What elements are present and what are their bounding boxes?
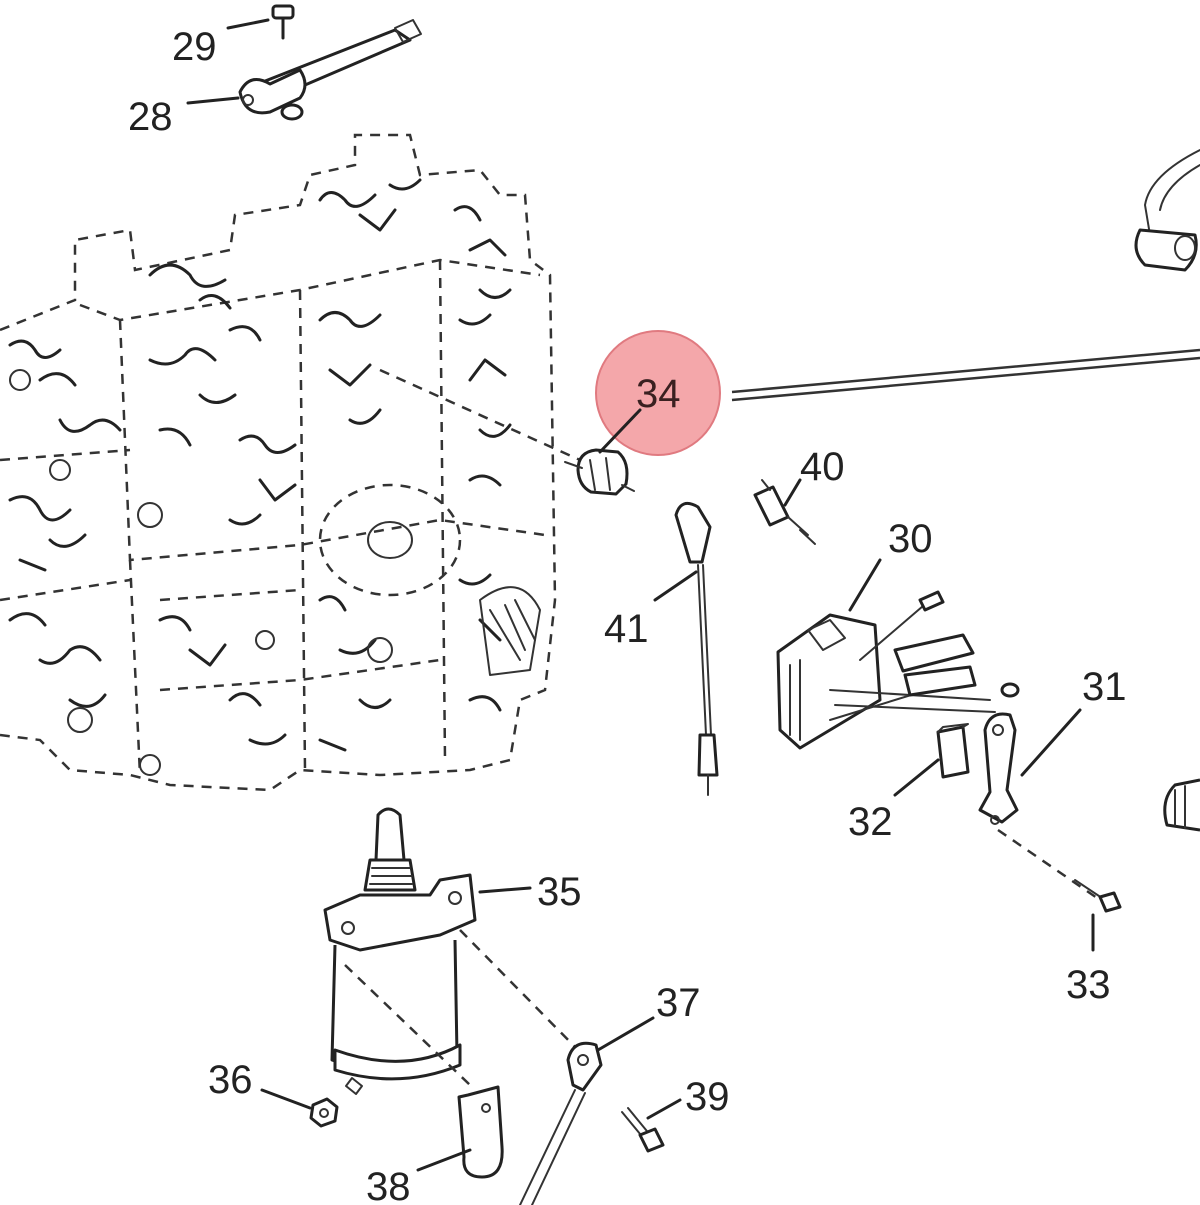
- part-34-sensor: [379, 368, 635, 496]
- part-33-bolt: [1074, 879, 1122, 913]
- leader-35: [478, 886, 532, 894]
- callout-35: 35: [537, 870, 582, 914]
- part-34-rod: [731, 348, 1200, 402]
- leader-34: [598, 408, 642, 454]
- callout-36: 36: [208, 1058, 253, 1102]
- part-33-guide-line: [997, 828, 1101, 902]
- part-36-nut: [309, 1097, 339, 1128]
- callout-40: 40: [800, 445, 845, 489]
- part-top-right-hose: [1134, 149, 1200, 272]
- part-right-edge-fitting: [1163, 778, 1200, 832]
- leader-32: [893, 758, 940, 797]
- leader-37: [596, 1016, 655, 1052]
- part-37-cable: [519, 1041, 603, 1205]
- callout-33: 33: [1066, 963, 1111, 1007]
- callout-28: 28: [128, 95, 173, 139]
- part-39-bolt: [621, 1107, 665, 1153]
- engine-block: [0, 133, 557, 792]
- callout-38: 38: [366, 1165, 411, 1205]
- part-32-block: [936, 723, 970, 779]
- callout-41: 41: [604, 607, 649, 651]
- leader-38: [416, 1148, 472, 1172]
- part-31-bracket: [978, 712, 1019, 825]
- part-35-guide-line-b: [344, 964, 471, 1086]
- leader-41: [653, 570, 698, 602]
- leader-40: [783, 478, 802, 507]
- callout-39: 39: [685, 1075, 730, 1119]
- part-35-starter-motor: [323, 807, 477, 1095]
- callout-34: 34: [636, 372, 681, 416]
- part-29-bolt: [271, 4, 295, 40]
- part-38-clamp: [457, 1085, 504, 1179]
- leader-39: [646, 1098, 682, 1120]
- callout-31: 31: [1082, 665, 1127, 709]
- leader-31: [1020, 708, 1082, 777]
- leader-36: [260, 1088, 312, 1110]
- leader-29: [226, 18, 270, 30]
- callout-37: 37: [656, 981, 701, 1025]
- part-30-ignition-module: [776, 590, 1020, 750]
- part-40-spark-plug: [753, 479, 816, 545]
- part-35-guide-line-a: [459, 929, 579, 1051]
- leader-28: [186, 96, 240, 105]
- part-41-lead-wire: [674, 501, 719, 796]
- callout-30: 30: [888, 517, 933, 561]
- leader-30: [848, 558, 882, 612]
- callout-29: 29: [172, 25, 217, 69]
- callout-32: 32: [848, 800, 893, 844]
- part-28-cable-rod: [238, 19, 422, 121]
